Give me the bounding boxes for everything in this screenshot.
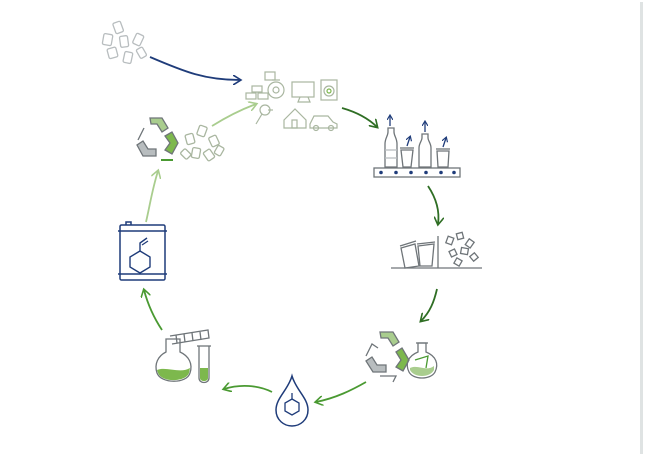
right-edge-divider [640, 2, 643, 454]
arrow-production-to-waste [427, 185, 439, 224]
recycle-pieces-icon [136, 117, 225, 162]
arrow-distillation-to-drum [144, 290, 163, 331]
arrow-droplet-to-distillation [224, 386, 273, 393]
styrene-drum-icon [118, 221, 167, 281]
styrene-droplet-icon [275, 373, 309, 427]
consumer-products-icon [245, 71, 338, 132]
bottles-conveyor-icon [373, 116, 461, 178]
cycle-arrows [144, 56, 439, 402]
arrow-drum-to-recycling [145, 171, 158, 223]
distillation-flask-icon [155, 329, 211, 384]
arrow-recycling-to-products [211, 104, 256, 127]
arrow-waste-to-chemical [421, 288, 438, 321]
packaging-waste-icon [391, 231, 482, 269]
arrow-chemical-to-droplet [316, 381, 367, 402]
arrow-pieces-to-products [149, 56, 240, 80]
recycle-flask-icon [365, 331, 438, 383]
plastic-pieces-icon [101, 20, 148, 65]
arrow-products-to-production [341, 107, 377, 127]
